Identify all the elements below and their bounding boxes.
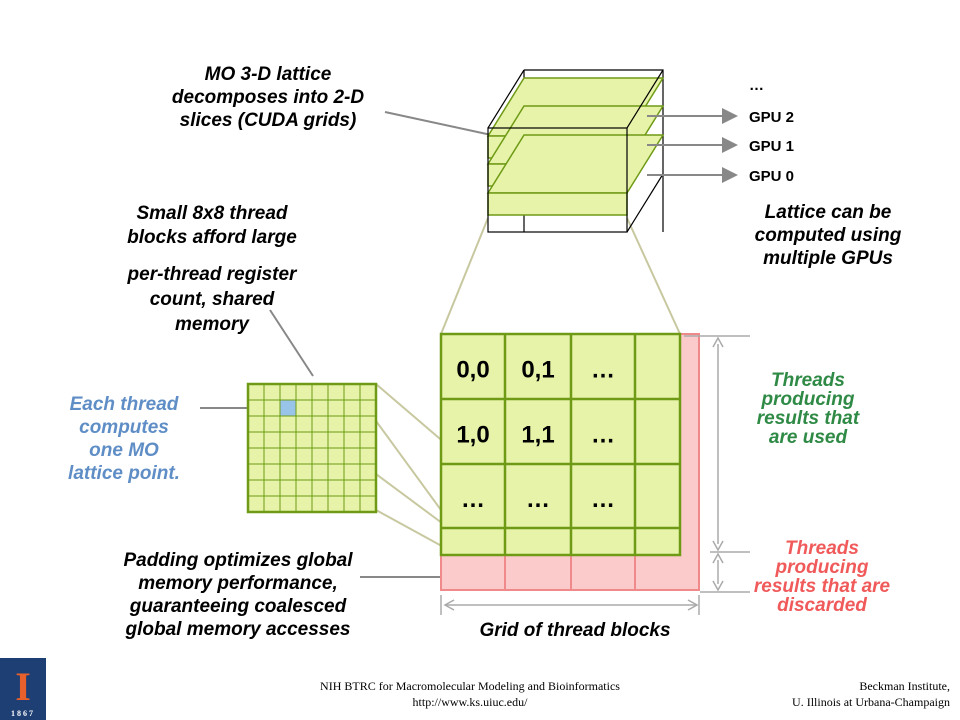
block-index-label: … xyxy=(461,486,485,513)
cube-edge xyxy=(487,69,525,129)
register-count-label: memory xyxy=(175,314,250,335)
bracket-arrowhead xyxy=(712,336,724,348)
used-threads-label: Threads xyxy=(771,370,845,391)
dimension-brackets xyxy=(440,335,750,615)
small-thread-block xyxy=(246,382,378,514)
bracket-arrowhead xyxy=(443,599,455,611)
projection-line xyxy=(440,217,489,335)
padding-label: global memory accesses xyxy=(125,619,351,640)
padding-label: guaranteeing coalesced xyxy=(129,596,347,617)
block-index-label: 0,1 xyxy=(521,357,554,384)
connector-lines xyxy=(200,111,681,578)
used-threads-label: are used xyxy=(769,427,848,448)
used-region xyxy=(439,332,682,557)
mo-lattice-label: MO 3-D lattice xyxy=(205,64,332,85)
small-blocks-label: Small 8x8 thread xyxy=(136,203,287,224)
footer-org: NIH BTRC for Macromolecular Modeling and… xyxy=(320,679,620,693)
mo-lattice-label: decomposes into 2-D xyxy=(172,87,364,108)
footer-university: U. Illinois at Urbana-Champaign xyxy=(792,695,950,709)
multi-gpu-label: multiple GPUs xyxy=(763,248,893,269)
multi-gpu-label: Lattice can be xyxy=(765,202,892,223)
block-index-label: … xyxy=(591,486,615,513)
gpu-label: GPU 1 xyxy=(749,138,794,155)
each-thread-label: one MO xyxy=(89,440,159,461)
bracket-arrowhead xyxy=(712,580,724,592)
bracket-arrowhead xyxy=(687,599,699,611)
register-count-label: per-thread register xyxy=(127,264,299,285)
gpu-label: … xyxy=(749,77,764,94)
thread-block-grid: 0,0 0,1 … 1,0 1,1 … … … … xyxy=(439,332,700,591)
gpu-label: GPU 0 xyxy=(749,168,794,185)
register-count-label: count, shared xyxy=(150,289,275,310)
projection-line xyxy=(375,420,450,522)
logo-letter: I xyxy=(15,664,31,709)
cube-slice-front xyxy=(487,192,628,216)
cube-edge xyxy=(626,173,664,233)
block-index-label: … xyxy=(591,357,615,384)
pointer-line xyxy=(384,111,497,137)
discarded-threads-label: Threads xyxy=(785,538,859,559)
highlighted-thread xyxy=(279,399,297,417)
padding-label: memory performance, xyxy=(138,573,338,594)
footer-institute: Beckman Institute, xyxy=(859,679,950,693)
projection-line xyxy=(626,217,681,335)
multi-gpu-label: computed using xyxy=(755,225,902,246)
used-threads-label: results that xyxy=(757,408,860,429)
each-thread-label: computes xyxy=(79,417,169,438)
mo-lattice-cube xyxy=(486,69,665,233)
gpu-label: GPU 2 xyxy=(749,109,794,126)
footer-left: NIH BTRC for Macromolecular Modeling and… xyxy=(260,678,680,710)
block-index-label: 0,0 xyxy=(456,357,489,384)
logo-year: 1867 xyxy=(11,709,35,718)
discarded-threads-label: producing xyxy=(775,557,869,578)
footer-right: Beckman Institute, U. Illinois at Urbana… xyxy=(792,678,950,710)
block-index-label: … xyxy=(526,486,550,513)
padding-label: Padding optimizes global xyxy=(123,550,353,571)
discarded-threads-label: results that are xyxy=(754,576,891,597)
logo-background xyxy=(0,658,46,720)
block-index-label: 1,1 xyxy=(521,422,554,449)
footer-url: http://www.ks.uiuc.edu/ xyxy=(412,695,528,709)
projection-line xyxy=(375,509,450,551)
block-index-label: … xyxy=(591,422,615,449)
bracket-arrowhead xyxy=(712,552,724,564)
gpu-arrows xyxy=(647,108,738,183)
each-thread-label: Each thread xyxy=(70,394,179,415)
block-index-label: 1,0 xyxy=(456,422,489,449)
grid-caption-label: Grid of thread blocks xyxy=(479,620,670,641)
bracket-arrowhead xyxy=(712,540,724,552)
each-thread-label: lattice point. xyxy=(68,463,180,484)
cube-edge xyxy=(626,69,664,129)
small-blocks-label: blocks afford large xyxy=(127,227,297,248)
pointer-line xyxy=(269,309,314,377)
discarded-threads-label: discarded xyxy=(777,595,867,616)
cube-front-face xyxy=(487,127,628,233)
used-threads-label: producing xyxy=(761,389,855,410)
projection-line xyxy=(375,473,451,530)
mo-lattice-label: slices (CUDA grids) xyxy=(180,110,357,131)
illinois-logo: I 1867 xyxy=(0,658,46,720)
